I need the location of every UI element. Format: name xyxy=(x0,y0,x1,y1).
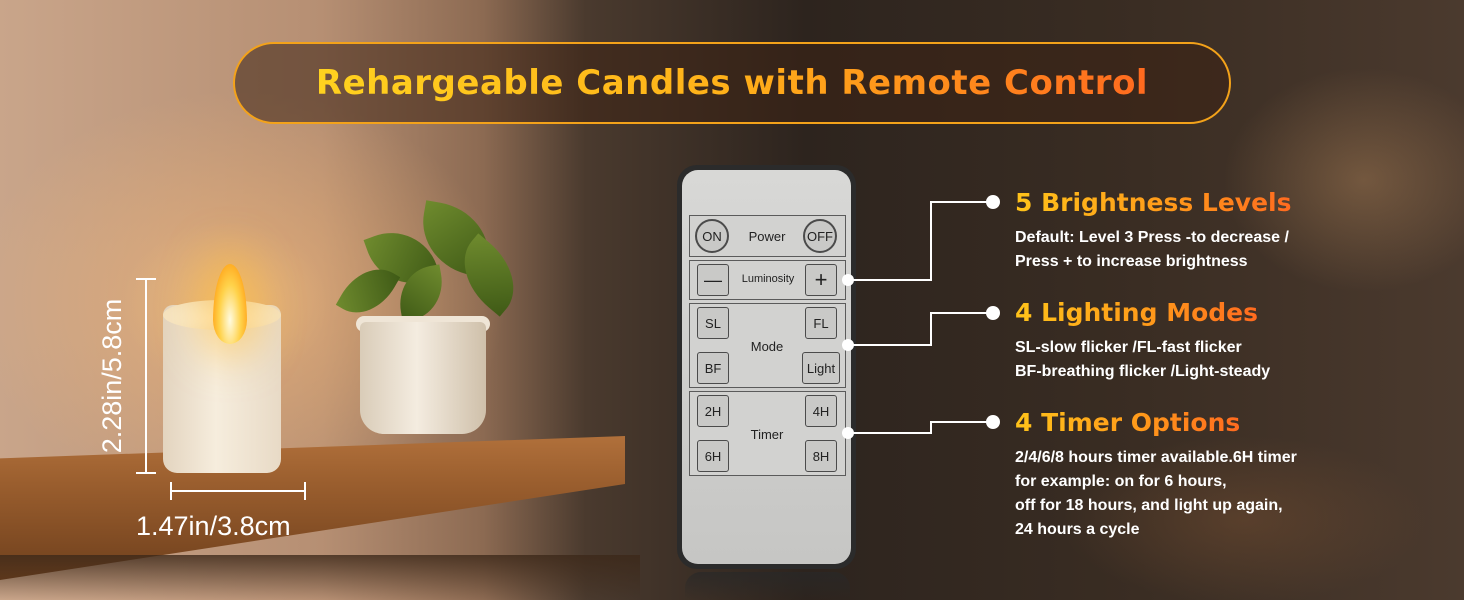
feature-title-timer: 4 Timer Options xyxy=(1015,408,1241,437)
page-title: Rehargeable Candles with Remote Control xyxy=(315,63,1149,103)
fast-flicker-button[interactable]: FL xyxy=(805,307,837,339)
connector-line xyxy=(930,201,932,281)
connector-line xyxy=(852,344,932,346)
timer-6h-button[interactable]: 6H xyxy=(697,440,729,472)
width-dimension-cap xyxy=(170,482,172,500)
connector-line xyxy=(930,312,932,346)
feature-desc-line: BF-breathing flicker /Light-steady xyxy=(1015,363,1271,380)
connector-dot xyxy=(842,427,854,439)
increase-brightness-button[interactable]: + xyxy=(805,264,837,296)
feature-title-brightness: 5 Brightness Levels xyxy=(1015,188,1292,217)
connector-line xyxy=(930,421,932,434)
decrease-brightness-button[interactable]: — xyxy=(697,264,729,296)
connector-line xyxy=(852,432,932,434)
connector-dot xyxy=(842,274,854,286)
feature-desc-line: Default: Level 3 Press -to decrease / xyxy=(1015,229,1289,246)
flame-icon xyxy=(213,264,247,344)
shelf-shadow xyxy=(0,555,640,600)
feature-desc-line: Press + to increase brightness xyxy=(1015,253,1248,270)
timer-2h-button[interactable]: 2H xyxy=(697,395,729,427)
remote-reflection xyxy=(685,572,850,600)
feature-desc-brightness: Default: Level 3 Press -to decrease / Pr… xyxy=(1015,226,1435,274)
off-button[interactable]: OFF xyxy=(803,219,837,253)
timer-8h-button[interactable]: 8H xyxy=(805,440,837,472)
timer-label: Timer xyxy=(750,427,784,442)
feature-desc-line: 24 hours a cycle xyxy=(1015,521,1140,538)
luminosity-label: Luminosity xyxy=(741,273,795,285)
breathing-flicker-button[interactable]: BF xyxy=(697,352,729,384)
width-dimension-cap xyxy=(304,482,306,500)
height-dimension-label: 2.28in/5.8cm xyxy=(97,298,127,454)
connector-line xyxy=(930,312,990,314)
height-dimension-cap xyxy=(136,278,156,280)
feature-title-modes: 4 Lighting Modes xyxy=(1015,298,1258,327)
mode-label: Mode xyxy=(750,339,784,354)
height-dimension-line xyxy=(145,278,147,474)
power-label: Power xyxy=(748,229,786,244)
connector-dot xyxy=(842,339,854,351)
steady-light-button[interactable]: Light xyxy=(802,352,840,384)
feature-desc-timer: 2/4/6/8 hours timer available.6H timer f… xyxy=(1015,446,1435,542)
connector-dot xyxy=(986,306,1000,320)
plant-pot xyxy=(360,322,486,434)
connector-line xyxy=(930,421,990,423)
width-dimension-label: 1.47in/3.8cm xyxy=(136,511,291,541)
feature-desc-line: for example: on for 6 hours, xyxy=(1015,473,1227,490)
title-banner: Rehargeable Candles with Remote Control xyxy=(233,42,1231,124)
timer-4h-button[interactable]: 4H xyxy=(805,395,837,427)
height-dimension-cap xyxy=(136,472,156,474)
feature-desc-modes: SL-slow flicker /FL-fast flicker BF-brea… xyxy=(1015,336,1435,384)
connector-line xyxy=(930,201,990,203)
feature-desc-line: off for 18 hours, and light up again, xyxy=(1015,497,1283,514)
feature-desc-line: SL-slow flicker /FL-fast flicker xyxy=(1015,339,1242,356)
connector-dot xyxy=(986,415,1000,429)
width-dimension-line xyxy=(170,490,306,492)
connector-dot xyxy=(986,195,1000,209)
connector-line xyxy=(852,279,932,281)
slow-flicker-button[interactable]: SL xyxy=(697,307,729,339)
feature-desc-line: 2/4/6/8 hours timer available.6H timer xyxy=(1015,449,1297,466)
on-button[interactable]: ON xyxy=(695,219,729,253)
